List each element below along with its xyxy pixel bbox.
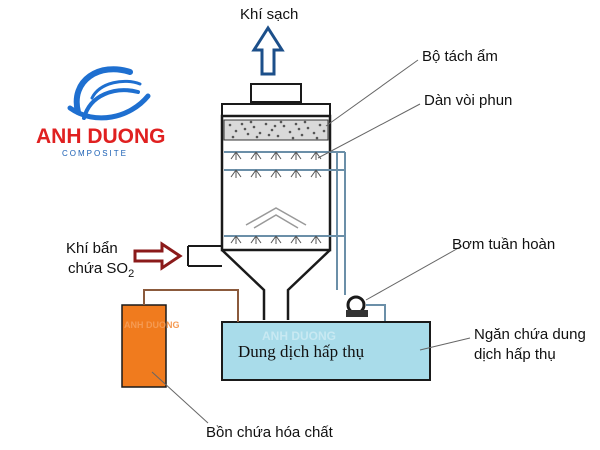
dirty-air-label-line1: Khí bẩn (66, 240, 118, 257)
company-logo: ANH DUONG COMPOSITE (36, 66, 166, 158)
clean-air-label: Khí sạch (240, 6, 299, 23)
chemical-tank-watermark: ANH DUONG (124, 320, 180, 330)
clean-air-arrow (251, 25, 285, 76)
chemical-tank-label: Bồn chứa hóa chất (206, 424, 333, 441)
absorbent-tank (221, 321, 431, 381)
chemical-feed-pipe (143, 289, 239, 322)
logo-tagline: COMPOSITE (62, 149, 128, 158)
absorbent-solution-label: Dung dịch hấp thụ (238, 342, 365, 361)
tower-hopper (221, 249, 331, 320)
recirculation-pipe (336, 152, 346, 295)
dirty-air-arrow (133, 241, 183, 271)
dirty-air-label-text: chứa SO (68, 260, 129, 277)
logo-swirl-icon (67, 66, 151, 121)
logo-name: ANH DUONG (36, 125, 166, 148)
spray-nozzles-label: Dàn vòi phun (424, 92, 513, 109)
tank-watermark: ANH DUONG (262, 329, 336, 343)
so2-subscript: 2 (128, 268, 135, 280)
circulation-pump-label: Bơm tuần hoàn (452, 236, 556, 253)
pump-icon (346, 295, 368, 317)
spray-headers (224, 151, 345, 237)
mist-eliminator-label: Bộ tách ẩm (422, 48, 498, 65)
gas-flow-chevron (245, 207, 307, 229)
pump-suction-pipe (366, 304, 386, 322)
tower-cap (221, 103, 331, 116)
chemical-tank (121, 304, 167, 388)
outlet-neck (250, 83, 302, 103)
spray-nozzles (230, 151, 322, 244)
dirty-air-label-line2: chứa SO2 (68, 260, 134, 283)
inlet-pipe (187, 245, 222, 267)
tank-label-line2: dịch hấp thụ (474, 346, 556, 363)
mist-eliminator (223, 119, 329, 141)
tank-label-line1: Ngăn chứa dung (474, 326, 586, 343)
leader-lines (151, 59, 471, 424)
